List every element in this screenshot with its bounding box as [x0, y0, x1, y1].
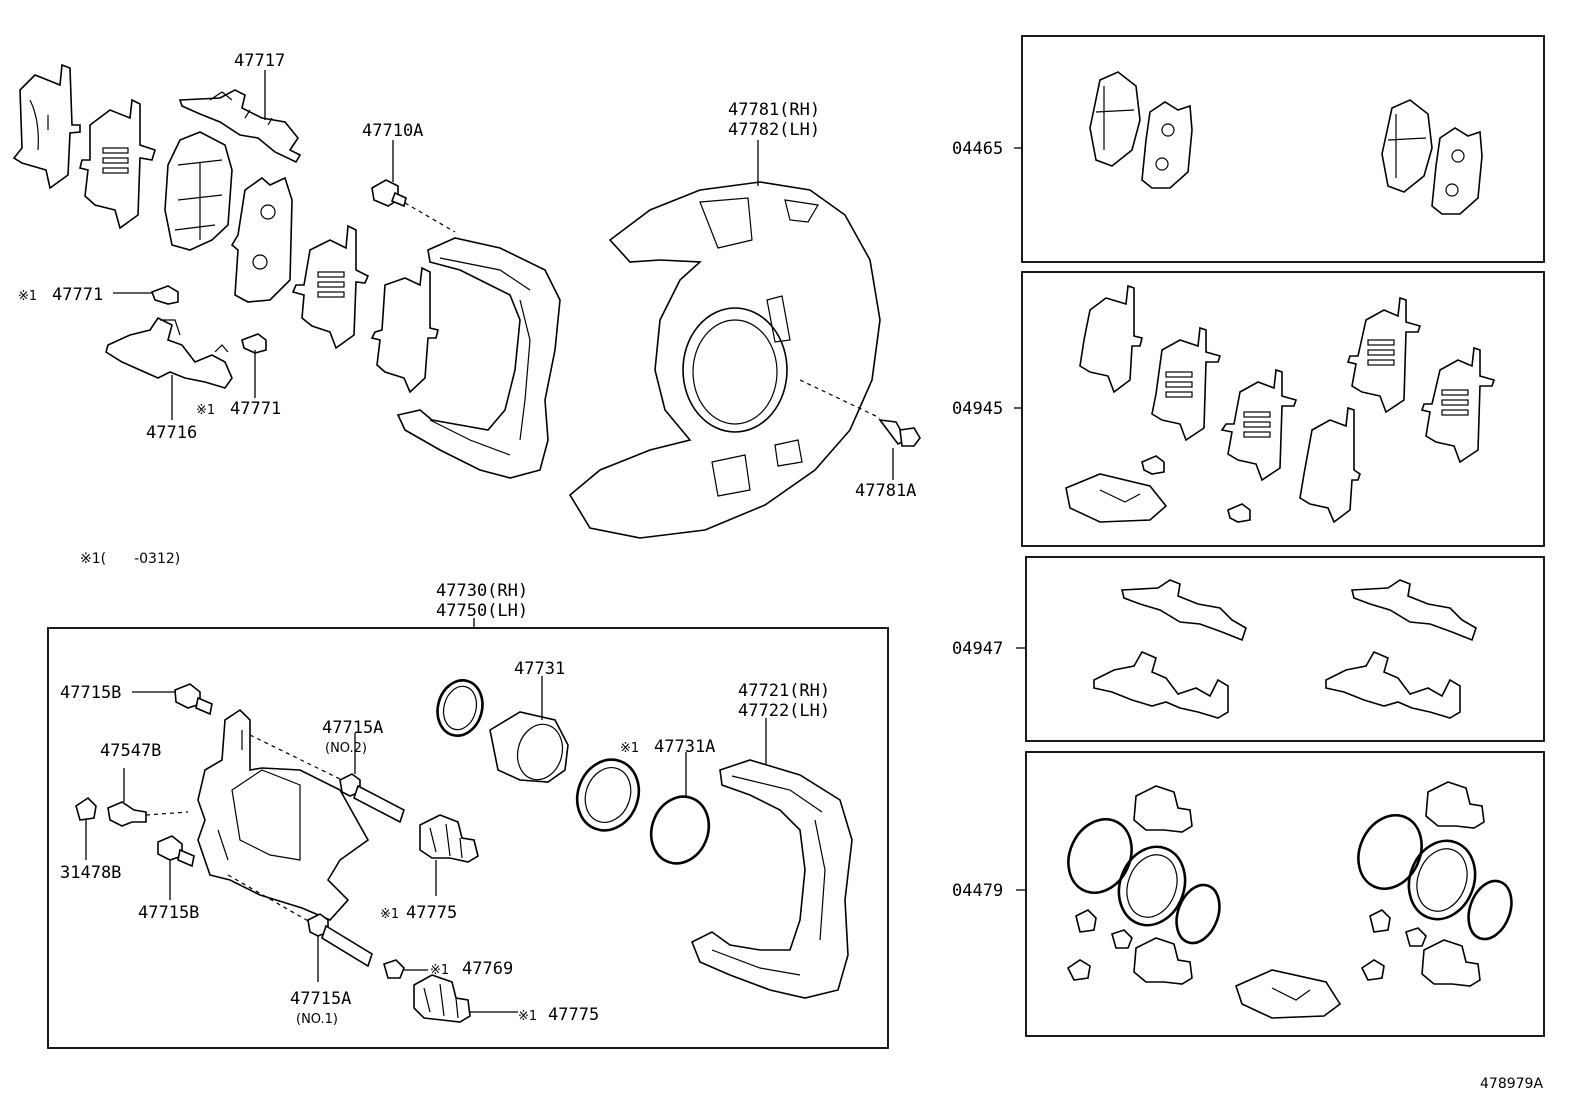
label-04945: 04945 [952, 399, 1003, 419]
dust-cover-bolt [878, 418, 921, 447]
kit-04465-pad-set-right [1381, 99, 1483, 215]
wear-indicator-clip-2 [241, 333, 267, 354]
wear-indicator-clip-1 [150, 285, 179, 305]
anti-squeal-shim-outer [12, 63, 81, 190]
label-47716: 47716 [146, 423, 197, 443]
label-47769: 47769 [462, 959, 513, 979]
label-47715B-top: 47715B [60, 683, 121, 703]
mark-47771-a: ※1 [18, 289, 37, 304]
brake-pad-shim-1 [79, 98, 156, 230]
caliper-body [197, 708, 370, 921]
kit-box-04947 [1025, 556, 1545, 742]
mark-47769: ※1 [430, 963, 449, 978]
torque-plate-bolt [371, 179, 407, 208]
anti-squeal-shim-3 [370, 266, 439, 394]
kit-04479-seal-kit-left [1066, 785, 1221, 985]
label-47750-lh: 47750(LH) [436, 601, 528, 621]
label-47731: 47731 [514, 659, 565, 679]
label-no2: (NO.2) [325, 741, 367, 756]
label-47547B: 47547B [100, 741, 161, 761]
label-47775-a: 47775 [406, 903, 457, 923]
bleeder-plug-bolt-top [174, 683, 213, 716]
disc-brake-cylinder-mounting [396, 237, 561, 479]
kit-box-04945 [1021, 271, 1545, 547]
label-47781-rh: 47781(RH) [728, 100, 820, 120]
label-47710A: 47710A [362, 121, 423, 141]
kit-04945-shims [1065, 284, 1496, 524]
label-47715A-no2: 47715A [322, 718, 383, 738]
cylinder-nut [383, 959, 405, 979]
bolt-47715B-bottom [157, 835, 195, 868]
label-47782-lh: 47782(LH) [728, 120, 820, 140]
label-31478B: 31478B [60, 863, 121, 883]
brake-pad-inner [164, 131, 233, 251]
pad-support-plate-top [178, 89, 302, 164]
label-47715B-bottom: 47715B [138, 903, 199, 923]
label-47731A: 47731A [654, 737, 715, 757]
brake-pad-backing [230, 176, 293, 303]
piston-boot-ring [575, 758, 641, 832]
kit-04479-seal-kit-right [1357, 781, 1513, 987]
footnote-date-range: ※1( -0312) [80, 551, 180, 567]
caliper-assembly-box [47, 627, 889, 1049]
caliper-piston [489, 711, 569, 783]
kit-04947-support-plates [1093, 579, 1477, 719]
cylinder-boot-upper [419, 814, 479, 863]
label-47721-rh: 47721(RH) [738, 681, 830, 701]
label-47771-b: 47771 [230, 399, 281, 419]
pad-support-plate-bottom [105, 316, 233, 389]
piston-seal-ring [436, 679, 484, 737]
figure-id: 478979A [1480, 1076, 1543, 1092]
label-04947: 04947 [952, 639, 1003, 659]
boot-set-ring [649, 795, 711, 865]
kit-box-04465 [1021, 35, 1545, 263]
label-04479: 04479 [952, 881, 1003, 901]
mark-47771-b: ※1 [196, 403, 215, 418]
label-47771-a: 47771 [52, 285, 103, 305]
mark-47775-a: ※1 [380, 907, 399, 922]
cylinder-mounting-lower [690, 759, 853, 999]
bleeder-plug [107, 801, 147, 827]
mark-47775-b: ※1 [518, 1009, 537, 1024]
label-04465: 04465 [952, 139, 1003, 159]
label-no1: (NO.1) [296, 1012, 338, 1027]
label-47781A: 47781A [855, 481, 916, 501]
guide-pin-no1 [307, 913, 373, 968]
mark-47731A: ※1 [620, 741, 639, 756]
disc-brake-dust-cover [568, 181, 881, 539]
label-47775-b: 47775 [548, 1005, 599, 1025]
kit-04465-pad-set-left [1089, 71, 1193, 189]
cylinder-boot-lower [413, 974, 471, 1023]
kit-box-04479 [1025, 751, 1545, 1037]
label-47715A-no1: 47715A [290, 989, 351, 1009]
guide-pin-no2 [339, 773, 405, 824]
bleeder-cap [75, 796, 97, 821]
label-47722-lh: 47722(LH) [738, 701, 830, 721]
anti-squeal-shim-2 [291, 224, 370, 350]
kit-04479-grease-pack [1235, 969, 1342, 1019]
label-47730-rh: 47730(RH) [436, 581, 528, 601]
label-47717: 47717 [234, 51, 285, 71]
